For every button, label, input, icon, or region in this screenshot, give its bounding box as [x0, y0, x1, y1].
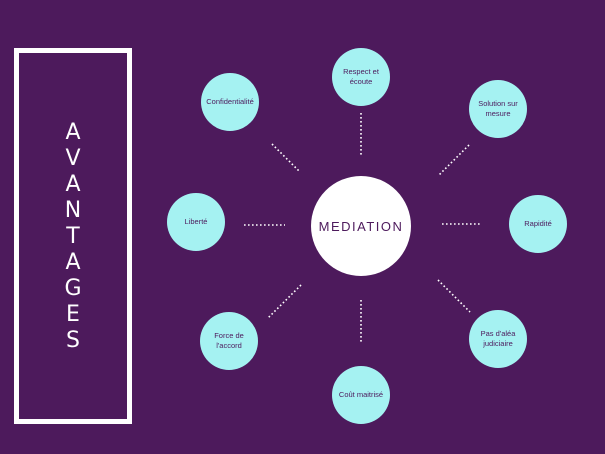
connector-solution	[437, 144, 470, 177]
node-label: Solution sur mesure	[478, 99, 518, 118]
node-liberte: Liberté	[167, 193, 225, 251]
title-letter: E	[66, 301, 80, 327]
node-label: Liberté	[184, 217, 208, 226]
title-letter: V	[65, 145, 81, 171]
center-label: MEDIATION	[318, 218, 404, 234]
title-letter: T	[66, 223, 80, 249]
node-label: Coût maitrisé	[338, 390, 384, 399]
node-label: Force de l'accord	[214, 331, 244, 350]
connector-alea	[437, 279, 471, 313]
node-rapidite: Rapidité	[509, 195, 567, 253]
node-respect: Respect et écoute	[332, 48, 390, 106]
node-label: Rapidité	[524, 219, 552, 228]
node-alea: Pas d'aléa judiciaire	[469, 310, 527, 368]
node-label: Respect et écoute	[343, 67, 379, 86]
title-letter: G	[64, 275, 82, 301]
title-letter: A	[65, 249, 81, 275]
node-label: Pas d'aléa judiciaire	[480, 329, 516, 348]
node-label: Confidentialité	[206, 97, 254, 106]
node-confidentialite: Confidentialité	[201, 73, 259, 131]
node-solution: Solution sur mesure	[469, 80, 527, 138]
node-force: Force de l'accord	[200, 312, 258, 370]
title-letter: S	[66, 327, 80, 353]
node-cout: Coût maitrisé	[332, 366, 390, 424]
title-letter: A	[65, 119, 81, 145]
connector-force	[267, 284, 302, 319]
title-letter: N	[64, 197, 82, 223]
title-frame: A V A N T A G E S	[14, 48, 132, 424]
center-node-mediation: MEDIATION	[311, 176, 411, 276]
title-letter: A	[65, 171, 81, 197]
connector-confidentialite	[271, 143, 301, 173]
title-vertical-word: A V A N T A G E S	[19, 53, 127, 419]
